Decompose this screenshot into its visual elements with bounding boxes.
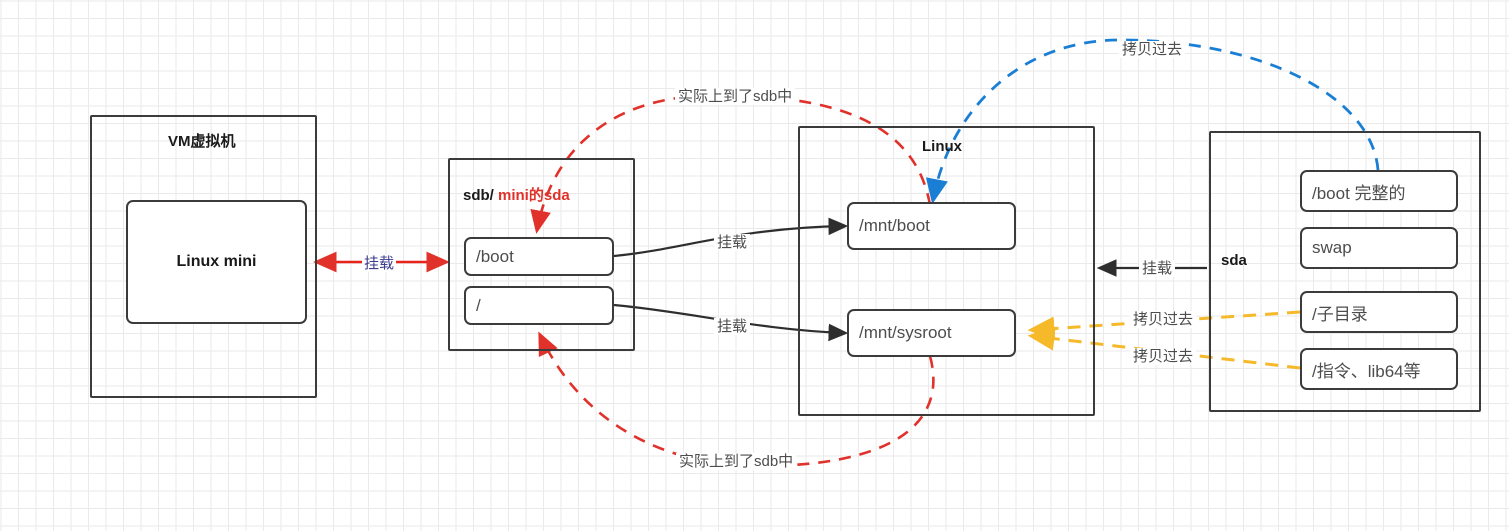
sda-box[interactable] bbox=[1209, 131, 1481, 412]
sda-partition-bin[interactable]: /指令、lib64等 bbox=[1300, 348, 1458, 390]
edge-label-mount-boot: 挂载 bbox=[714, 234, 751, 251]
sda-partition-boot[interactable]: /boot 完整的 bbox=[1300, 170, 1458, 212]
edge-label-copy-subdir: 拷贝过去 bbox=[1130, 311, 1197, 328]
sdb-partition-boot[interactable]: /boot bbox=[464, 237, 614, 276]
edge-label-actually-sdb-bottom: 实际上到了sdb中 bbox=[676, 453, 797, 470]
sda-box-title: sda bbox=[1221, 252, 1247, 269]
sdb-partition-root-label: / bbox=[476, 295, 481, 315]
sdb-partition-boot-label: /boot bbox=[476, 246, 514, 266]
linux-box-title: Linux bbox=[922, 138, 962, 155]
linux-mount-sysroot-label: /mnt/sysroot bbox=[859, 323, 952, 342]
linux-mount-sysroot-box[interactable]: /mnt/sysroot bbox=[847, 309, 1016, 357]
sdb-box[interactable] bbox=[448, 158, 635, 351]
sda-partition-subdir[interactable]: /子目录 bbox=[1300, 291, 1458, 333]
vm-box[interactable] bbox=[90, 115, 317, 398]
edge-label-mount-sda-linux: 挂载 bbox=[1139, 260, 1176, 277]
edge-label-actually-sdb-top: 实际上到了sdb中 bbox=[675, 88, 796, 105]
sdb-title-prefix: sdb/ bbox=[463, 187, 499, 204]
sda-partition-swap-label: swap bbox=[1312, 238, 1352, 257]
sda-partition-swap[interactable]: swap bbox=[1300, 227, 1458, 269]
vm-linux-mini-label: Linux mini bbox=[176, 253, 257, 270]
sda-partition-subdir-label: /子目录 bbox=[1312, 304, 1368, 324]
linux-box[interactable] bbox=[798, 126, 1095, 416]
linux-mount-boot-box[interactable]: /mnt/boot bbox=[847, 202, 1016, 250]
edge-label-mount-sysroot: 挂载 bbox=[714, 318, 751, 335]
edge-label-mount-vm-sdb: 挂载 bbox=[362, 255, 397, 272]
edge-label-copy-bin: 拷贝过去 bbox=[1130, 348, 1197, 365]
sda-partition-bin-label: /指令、lib64等 bbox=[1312, 361, 1421, 381]
sdb-partition-root[interactable]: / bbox=[464, 286, 614, 325]
sda-partition-boot-label: /boot 完整的 bbox=[1312, 183, 1406, 203]
edge-label-copy-boot: 拷贝过去 bbox=[1119, 41, 1186, 58]
sdb-box-title: sdb/ mini的sda bbox=[463, 184, 570, 205]
sdb-title-suffix: mini的sda bbox=[498, 187, 570, 204]
vm-box-title: VM虚拟机 bbox=[168, 133, 236, 150]
vm-linux-mini-box[interactable]: Linux mini bbox=[126, 200, 307, 324]
linux-mount-boot-label: /mnt/boot bbox=[859, 216, 930, 235]
